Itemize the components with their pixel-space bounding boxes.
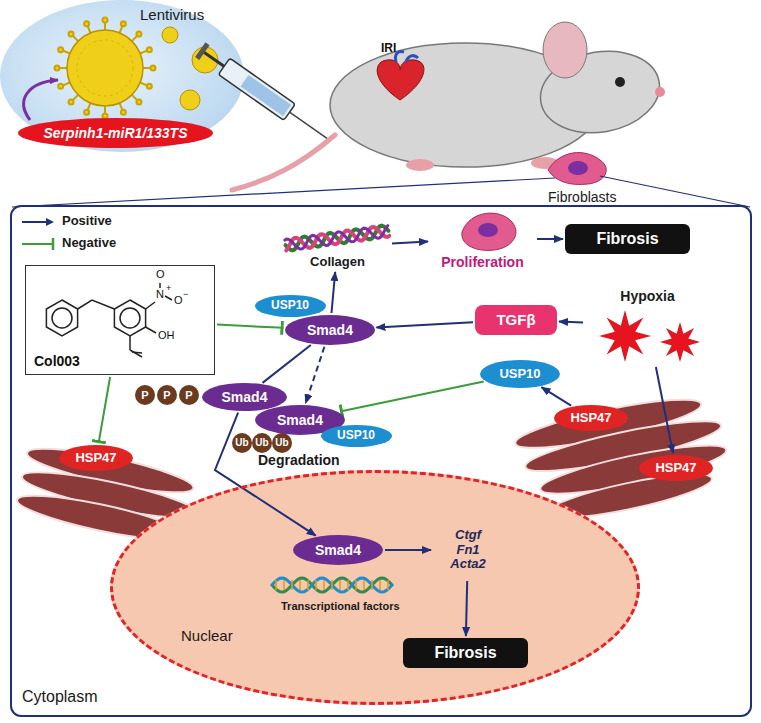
node-text: Ctgf xyxy=(455,528,481,543)
activation-arrow xyxy=(376,322,473,327)
box-node: Fibrosis xyxy=(565,224,690,254)
ellipse-node: Ub xyxy=(272,433,292,453)
label: N xyxy=(156,288,164,300)
box-node: Collagen xyxy=(285,222,390,270)
label: O xyxy=(156,268,165,280)
node-text: Smad4 xyxy=(315,542,361,558)
box-node: CtgfFn1Acta2 xyxy=(433,521,503,579)
ellipse-node: HSP47 xyxy=(639,455,713,481)
node-text: Fibrosis xyxy=(596,230,658,248)
box-node: LentivirusSerpinh1-miR1/133TS xyxy=(0,0,245,160)
node-text: Acta2 xyxy=(450,557,485,572)
legend-text: Negative xyxy=(62,235,116,250)
activation-arrow xyxy=(656,367,673,453)
inhibition-line xyxy=(99,377,111,443)
ellipse-node: USP10 xyxy=(255,295,326,317)
ellipse-node: Smad4 xyxy=(285,315,375,345)
activation-arrow xyxy=(332,272,336,313)
node-text: P xyxy=(141,389,148,402)
ellipse-node: Serpinh1-miR1/133TS xyxy=(18,118,213,148)
node-text: USP10 xyxy=(337,429,375,443)
ellipse-node: P xyxy=(157,385,177,405)
node-text: USP10 xyxy=(499,367,540,382)
node-text: Col003 xyxy=(34,353,80,369)
node-text: Hypoxia xyxy=(620,288,674,304)
node-text: TGFβ xyxy=(496,311,535,328)
node-text: HSP47 xyxy=(75,451,116,466)
label: O xyxy=(174,294,183,306)
node-text: Collagen xyxy=(310,255,365,270)
node-text: Serpinh1-miR1/133TS xyxy=(44,125,188,141)
label: Cytoplasm xyxy=(22,688,98,705)
syringe xyxy=(195,41,334,147)
activation-arrow xyxy=(385,549,431,551)
label: Transcriptional factors xyxy=(281,600,400,612)
node-text: HSP47 xyxy=(570,411,611,426)
bubble xyxy=(0,0,244,152)
ellipse-node: USP10 xyxy=(480,360,560,388)
label: Degradation xyxy=(258,452,340,468)
ellipse-node: Ub xyxy=(232,433,252,453)
activation-arrow xyxy=(306,347,325,403)
activation-arrow xyxy=(541,387,571,405)
node-text: P xyxy=(185,389,192,402)
node-text: Fn1 xyxy=(456,543,479,558)
box-node: Proliferation xyxy=(430,208,535,270)
activation-arrow xyxy=(392,242,428,244)
ellipse-node: P xyxy=(135,385,155,405)
node-text: Ub xyxy=(255,437,268,449)
box-node: Col003 xyxy=(25,265,215,375)
label: − xyxy=(183,289,188,299)
label: + xyxy=(166,283,171,293)
node-text: Nuclear xyxy=(181,627,233,644)
node-text: Smad4 xyxy=(222,389,268,405)
node-text: Fibrosis xyxy=(434,644,496,662)
node-text: USP10 xyxy=(271,299,309,313)
box-node: TGFβ xyxy=(475,305,557,335)
activation-arrow xyxy=(537,238,563,240)
activation-arrow xyxy=(263,345,311,383)
ellipse-node: Ub xyxy=(252,433,272,453)
node-text: Proliferation xyxy=(441,254,523,270)
ellipse-node: HSP47 xyxy=(59,445,133,471)
ellipse-node: HSP47 xyxy=(554,405,628,431)
ellipse-node: P xyxy=(179,385,199,405)
node-text: Ub xyxy=(275,437,288,449)
node-text: Lentivirus xyxy=(140,6,204,23)
ellipse-node: USP10 xyxy=(321,425,392,447)
node-text: HSP47 xyxy=(655,461,696,476)
label: Fibroblasts xyxy=(548,189,616,205)
box-node: Hypoxia xyxy=(585,285,710,365)
inhibition-line xyxy=(340,382,484,412)
ellipse-node: Nuclear Smad4 CtgfFn1Acta2Fibrosis xyxy=(110,470,640,705)
legend-text: Positive xyxy=(62,213,112,228)
label: OH xyxy=(158,329,175,341)
node-text: Ub xyxy=(235,437,248,449)
panel xyxy=(11,206,751,716)
label: IRI xyxy=(381,41,396,55)
node-text: Smad4 xyxy=(277,412,323,428)
inhibition-line xyxy=(217,325,284,328)
box-node: Fibrosis xyxy=(403,638,528,668)
ellipse-node: Smad4 xyxy=(293,535,383,565)
node-text: Smad4 xyxy=(307,322,353,338)
activation-arrow xyxy=(559,321,583,324)
node-text: P xyxy=(163,389,170,402)
activation-arrow xyxy=(466,581,467,636)
